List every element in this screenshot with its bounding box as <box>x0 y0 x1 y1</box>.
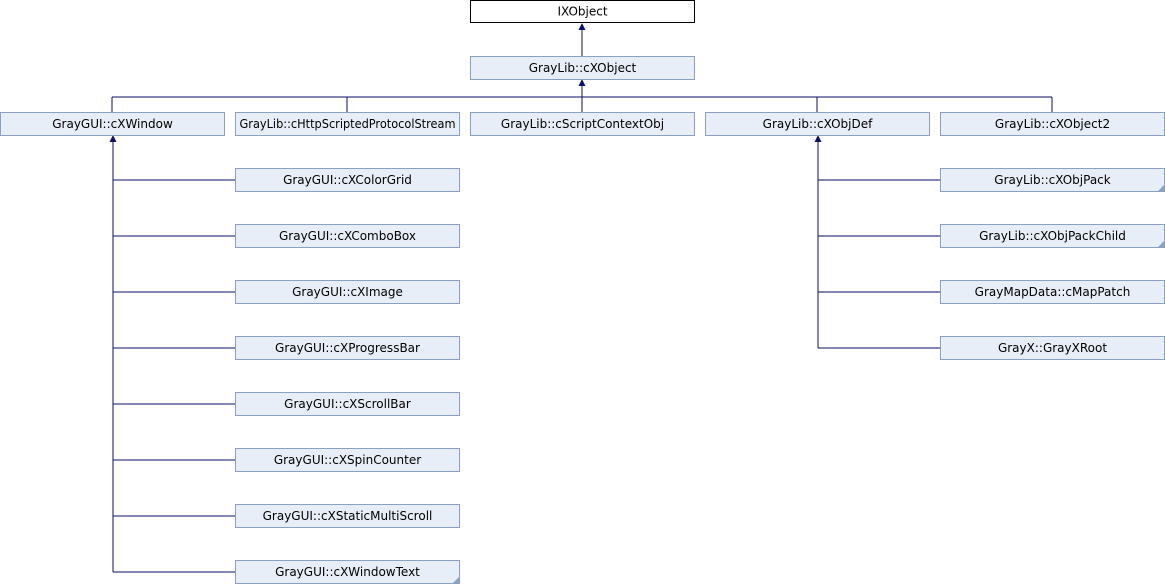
node-label: GrayGUI::cXProgressBar <box>275 341 420 355</box>
node-cscriptcontextobj[interactable]: GrayLib::cScriptContextObj <box>470 112 695 136</box>
node-label: GrayLib::cHttpScriptedProtocolStream <box>240 117 456 131</box>
node-label: GrayLib::cXObjDef <box>763 117 873 131</box>
node-cxobjpackchild[interactable]: GrayLib::cXObjPackChild <box>940 224 1165 248</box>
more-subclasses-icon <box>1158 241 1164 247</box>
node-cmappatch[interactable]: GrayMapData::cMapPatch <box>940 280 1165 304</box>
node-cxobjpack[interactable]: GrayLib::cXObjPack <box>940 168 1165 192</box>
node-label: GrayGUI::cXSpinCounter <box>274 453 421 467</box>
node-cxprogressbar[interactable]: GrayGUI::cXProgressBar <box>235 336 460 360</box>
node-label: GrayLib::cXObject2 <box>995 117 1110 131</box>
node-label: GrayGUI::cXStaticMultiScroll <box>263 509 433 523</box>
node-cxstaticmultiscroll[interactable]: GrayGUI::cXStaticMultiScroll <box>235 504 460 528</box>
node-cxobjdef[interactable]: GrayLib::cXObjDef <box>705 112 930 136</box>
inheritance-edges <box>109 23 1053 573</box>
node-label: GrayX::GrayXRoot <box>998 341 1107 355</box>
node-label: GrayGUI::cXWindowText <box>275 565 420 579</box>
node-label: GrayMapData::cMapPatch <box>975 285 1131 299</box>
node-label: GrayGUI::cXWindow <box>52 117 173 131</box>
node-cxwindow[interactable]: GrayGUI::cXWindow <box>0 112 225 136</box>
node-cxscrollbar[interactable]: GrayGUI::cXScrollBar <box>235 392 460 416</box>
node-grayxroot[interactable]: GrayX::GrayXRoot <box>940 336 1165 360</box>
node-label: GrayGUI::cXScrollBar <box>284 397 411 411</box>
node-label: IXObject <box>557 5 607 19</box>
node-label: GrayGUI::cXColorGrid <box>283 173 412 187</box>
more-subclasses-icon <box>453 577 459 583</box>
node-cxobject2[interactable]: GrayLib::cXObject2 <box>940 112 1165 136</box>
node-label: GrayGUI::cXComboBox <box>279 229 416 243</box>
node-cxspincounter[interactable]: GrayGUI::cXSpinCounter <box>235 448 460 472</box>
node-label: GrayLib::cScriptContextObj <box>501 117 664 131</box>
node-label: GrayLib::cXObjPackChild <box>979 229 1126 243</box>
node-cxcolorgrid[interactable]: GrayGUI::cXColorGrid <box>235 168 460 192</box>
node-cxwindowtext[interactable]: GrayGUI::cXWindowText <box>235 560 460 584</box>
node-label: GrayGUI::cXImage <box>292 285 403 299</box>
node-cxcombobox[interactable]: GrayGUI::cXComboBox <box>235 224 460 248</box>
node-cximage[interactable]: GrayGUI::cXImage <box>235 280 460 304</box>
node-chttpscriptedprotocolstream[interactable]: GrayLib::cHttpScriptedProtocolStream <box>235 112 460 136</box>
node-label: GrayLib::cXObject <box>529 61 637 75</box>
node-label: GrayLib::cXObjPack <box>994 173 1111 187</box>
node-cxobject[interactable]: GrayLib::cXObject <box>470 56 695 80</box>
node-ixobject[interactable]: IXObject <box>470 0 695 23</box>
more-subclasses-icon <box>1158 185 1164 191</box>
